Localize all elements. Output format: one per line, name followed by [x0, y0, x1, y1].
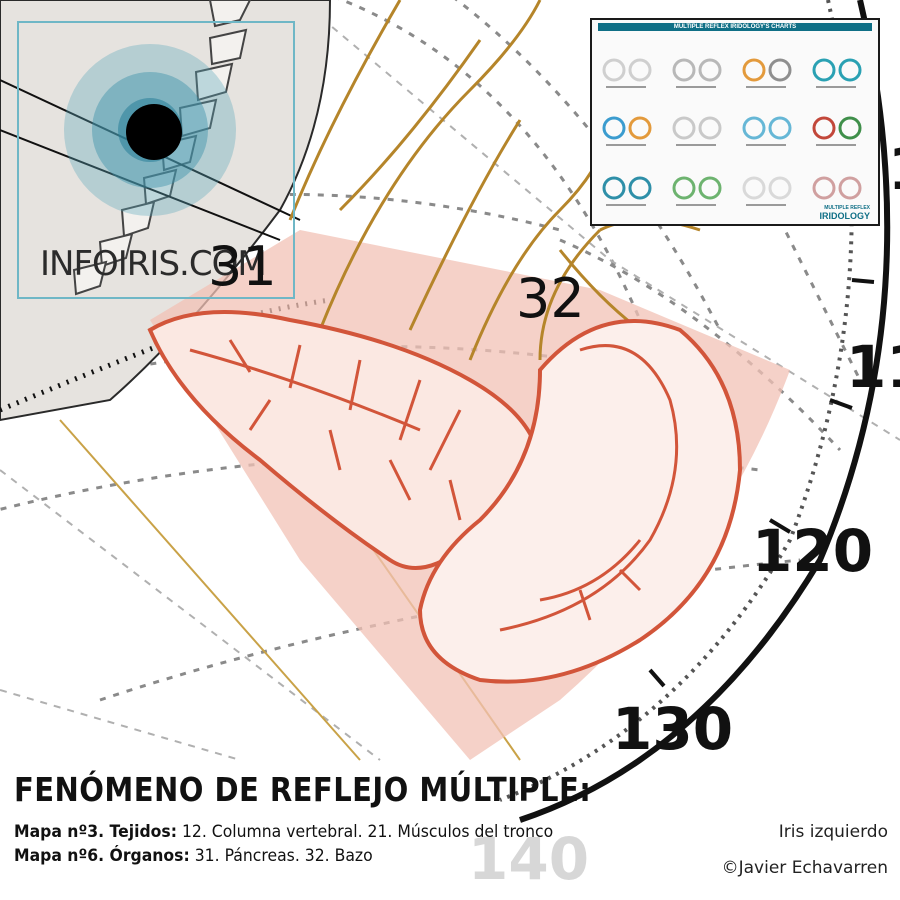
- eye-side-label: Iris izquierdo: [778, 822, 888, 842]
- iris-outer-edge: [519, 0, 891, 823]
- inset-title: MULTIPLE REFLEX IRIDOLOGY'S CHARTS: [598, 23, 872, 31]
- caption-map-3-label: Mapa nº3. Tejidos:: [14, 822, 177, 842]
- watermark-dot: [126, 104, 182, 160]
- caption-map-6-label: Mapa nº6. Órganos:: [14, 846, 190, 866]
- iris-ticks: [648, 278, 875, 688]
- inset-brand-bottom: IRIDOLOGY: [819, 211, 870, 221]
- watermark-text: INFOIRIS.COM: [40, 244, 267, 284]
- author-credit: ©Javier Echavarren: [721, 858, 888, 878]
- caption-map-6-text: 31. Páncreas. 32. Bazo: [189, 846, 373, 866]
- caption-map-6: Mapa nº6. Órganos: 31. Páncreas. 32. Baz…: [14, 846, 373, 866]
- caption-map-3: Mapa nº3. Tejidos: 12. Columna vertebral…: [14, 822, 553, 842]
- spleen-organ: [417, 319, 743, 684]
- inset-chart-grid: [602, 58, 862, 206]
- inset-brand-top: MULTIPLE REFLEX: [824, 205, 870, 211]
- degree-label-top: 1: [888, 140, 900, 198]
- spleen-vessels: [539, 539, 642, 621]
- region-number-32: 32: [516, 267, 585, 330]
- region-number-31: 31: [208, 235, 277, 298]
- degree-label-130: 130: [612, 695, 734, 763]
- pancreas-ducts: [189, 339, 462, 521]
- charts-inset-thumbnail: MULTIPLE REFLEX IRIDOLOGY'S CHARTS MULTI…: [590, 18, 880, 226]
- caption-title: FENÓMENO DE REFLEJO MÚLTIPLE:: [14, 770, 592, 809]
- caption-map-3-text: 12. Columna vertebral. 21. Músculos del …: [176, 822, 554, 842]
- degree-label-120: 120: [752, 517, 874, 585]
- degree-label-140: 140: [468, 825, 590, 893]
- degree-label-110: 11: [846, 333, 900, 401]
- watermark-frame: [17, 21, 295, 299]
